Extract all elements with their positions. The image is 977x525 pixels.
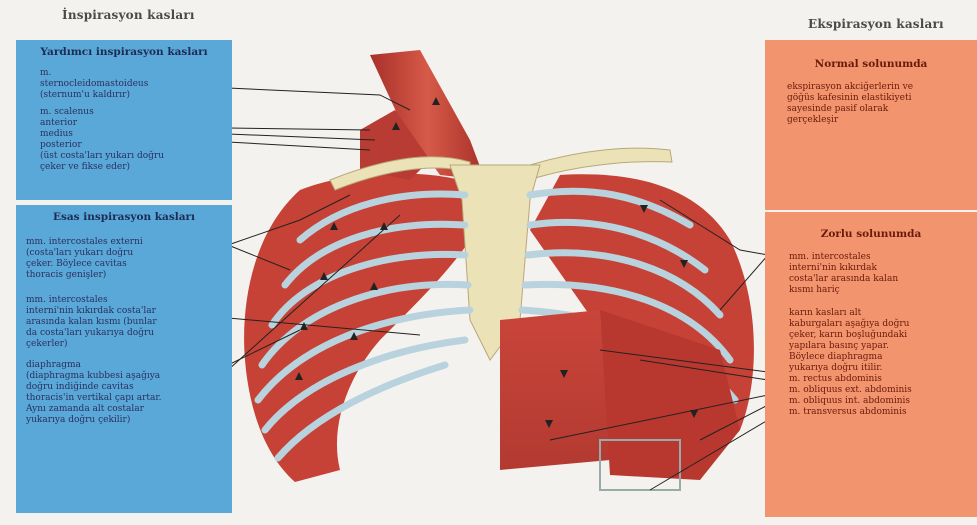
intercostales-externi-text: mm. intercostales externi (costa'ları yu… [16,223,232,281]
diaphragma-text: diaphragma (diaphragma kubbesi aşağıya d… [16,350,232,426]
ribcage-left [244,173,470,482]
forced-breathing-panel: Zorlu solunumda mm. intercostales intern… [765,212,977,517]
rectus-abdominis [500,310,610,470]
normal-breathing-panel: Normal solunumda ekspirasyon akciğerleri… [765,40,977,210]
normal-breathing-title: Normal solunumda [765,40,977,70]
main-inspiration-panel: Esas inspirasyon kasları mm. intercostal… [16,205,232,513]
accessory-inspiration-panel: Yardımcı inspirasyon kasları m. sternocl… [16,40,232,200]
abdominal-muscles-text: karın kasları alt kaburgaları aşağıya do… [765,296,977,418]
intercostales-interni-forced-text: mm. intercostales interni'nin kıkırdak c… [765,240,977,296]
main-inspiration-title: Esas inspirasyon kasları [16,205,232,223]
forced-breathing-title: Zorlu solunumda [765,212,977,240]
scalenus-text: m. scalenus anterior medius posterior (ü… [16,101,232,173]
intercostales-interni-text: mm. intercostales interni'nin kıkırdak c… [16,281,232,350]
accessory-inspiration-title: Yardımcı inspirasyon kasları [16,40,232,58]
sternocleidomastoid-text: m. sternocleidomastoideus (sternum'u kal… [16,58,232,101]
right-clavicle [530,148,672,178]
normal-breathing-text: ekspirasyon akciğerlerin ve göğüs kafesi… [765,70,977,126]
